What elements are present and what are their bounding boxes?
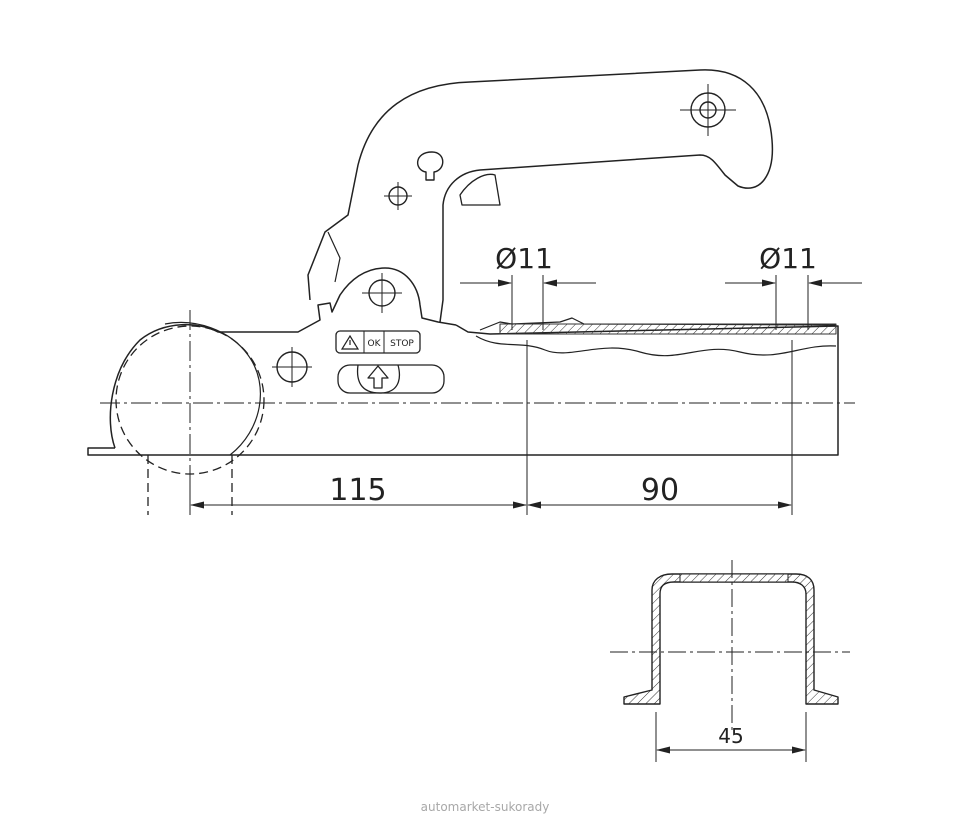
dim-length-115: 115 bbox=[329, 473, 386, 508]
dim-hole-left: Ø11 bbox=[495, 242, 553, 275]
label-ok: OK bbox=[368, 339, 382, 349]
safety-label-plate: OK STOP bbox=[335, 330, 421, 354]
release-slot bbox=[337, 364, 445, 394]
cross-section-view bbox=[610, 560, 850, 762]
side-view bbox=[87, 69, 862, 515]
extension-lines bbox=[189, 275, 809, 515]
dim-hole-right: Ø11 bbox=[759, 242, 817, 275]
watermark: automarket-sukorady bbox=[420, 800, 550, 814]
pivot-holes bbox=[272, 84, 736, 387]
handle-lever bbox=[307, 69, 774, 323]
dim-length-90: 90 bbox=[641, 473, 679, 508]
drawbar-tube bbox=[87, 317, 839, 456]
warning-triangle-icon bbox=[340, 334, 360, 350]
label-stop: STOP bbox=[390, 339, 414, 349]
dimension-lines bbox=[190, 279, 862, 509]
dim-width-45: 45 bbox=[718, 724, 743, 748]
coupling-housing bbox=[109, 267, 457, 456]
center-lines bbox=[100, 310, 855, 470]
